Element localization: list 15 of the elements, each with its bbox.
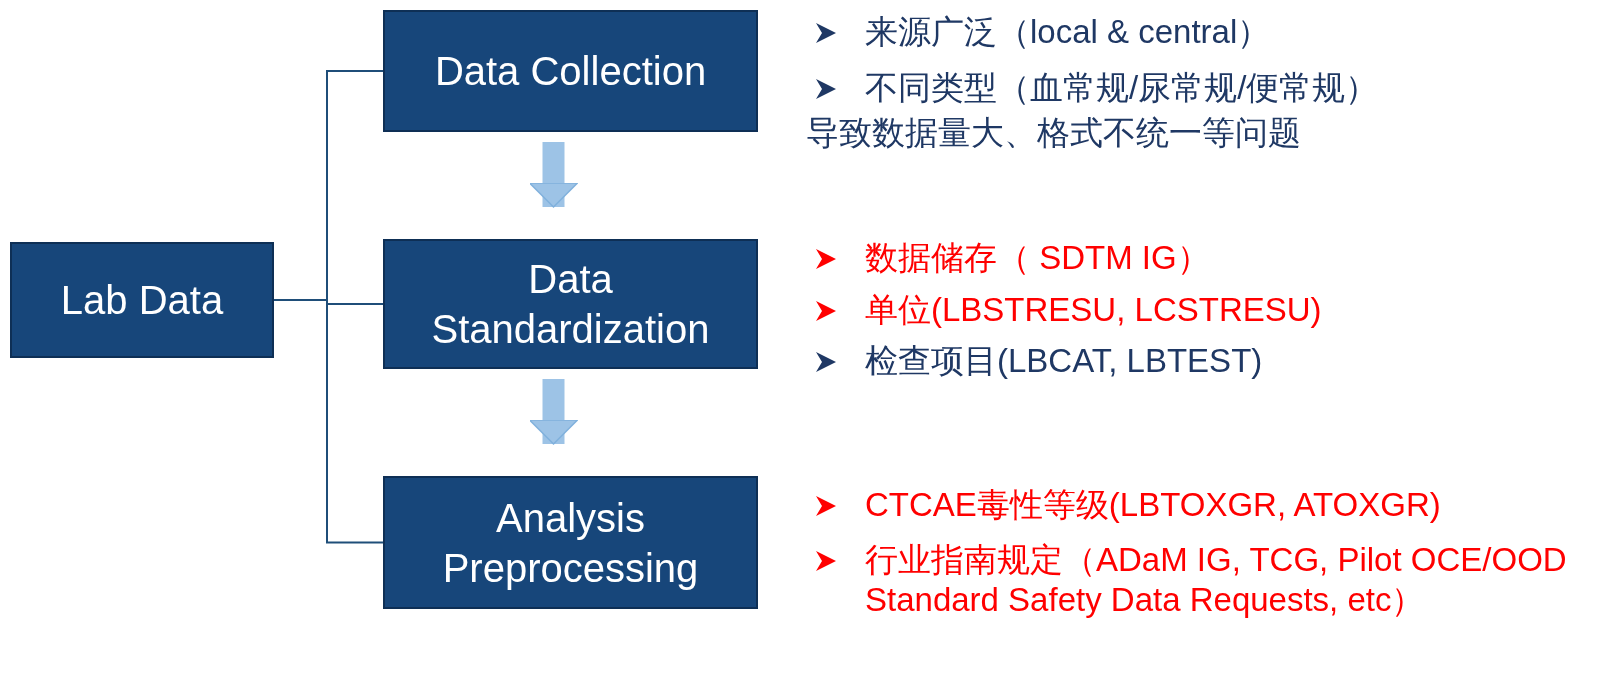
bullet-text: 单位(LBSTRESU, LCSTRESU) [865, 290, 1323, 330]
process-box: Lab Data [10, 242, 274, 358]
bullet-text: 检查项目(LBCAT, LBTEST) [865, 341, 1264, 381]
block-arrow [528, 379, 579, 445]
connector-line [273, 299, 384, 544]
bullet-text: 来源广泛（local & central） [865, 12, 1272, 52]
bullet-text: 导致数据量大、格式不统一等问题 [806, 113, 1301, 153]
bullet-text: CTCAE毒性等级(LBTOXGR, ATOXGR) [865, 485, 1442, 525]
bullet-text: 不同类型（血常规/尿常规/便常规） [865, 68, 1380, 108]
bullet-text: 数据储存（ SDTM IG） [865, 238, 1211, 278]
process-box: Data Collection [383, 10, 758, 132]
process-box: Analysis Preprocessing [383, 476, 758, 609]
block-arrow [528, 142, 579, 208]
process-box: Data Standardization [383, 239, 758, 369]
bullet-text: 行业指南规定（ADaM IG, TCG, Pilot OCE/OOD Standard Safety Data Requests, etc） [865, 540, 1568, 620]
